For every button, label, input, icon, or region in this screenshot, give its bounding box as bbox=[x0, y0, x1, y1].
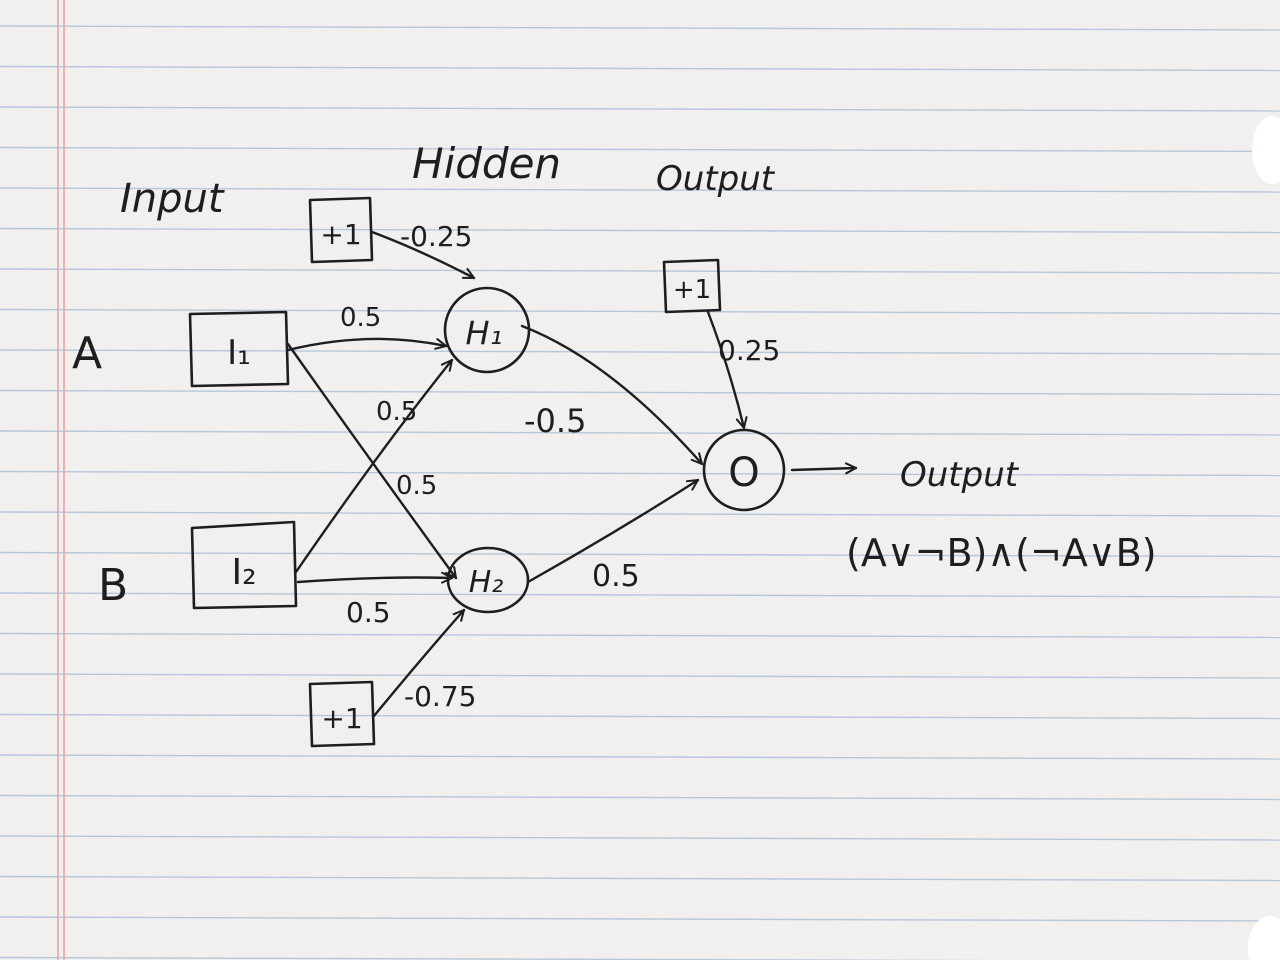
binder-hole-top bbox=[1252, 116, 1280, 184]
weight-h1-o: -0.5 bbox=[524, 402, 586, 440]
node-bias-h1: +1 bbox=[308, 196, 374, 264]
ruled-line bbox=[0, 713, 1280, 720]
ruled-line bbox=[0, 916, 1280, 922]
edge-bias-o bbox=[706, 310, 744, 428]
ruled-line bbox=[0, 308, 1280, 315]
ruled-line bbox=[0, 551, 1280, 558]
weight-i1-h2: 0.5 bbox=[396, 471, 437, 501]
ruled-line bbox=[0, 146, 1280, 153]
ruled-line bbox=[0, 835, 1280, 841]
ruled-line bbox=[0, 268, 1280, 274]
row-label-b: B bbox=[98, 560, 128, 611]
edge-bias-h1 bbox=[370, 230, 474, 280]
ruled-line bbox=[0, 673, 1280, 679]
ruled-line bbox=[0, 65, 1280, 72]
weight-h2-o: 0.5 bbox=[592, 559, 640, 594]
ruled-line bbox=[0, 389, 1280, 396]
node-i1-label: I₁ bbox=[227, 333, 251, 373]
header-hidden: Hidden bbox=[412, 139, 561, 188]
row-label-a: A bbox=[72, 328, 102, 379]
ruled-lines bbox=[0, 25, 1280, 960]
ruled-line bbox=[0, 511, 1280, 517]
ruled-line bbox=[0, 349, 1280, 355]
weight-bias-o: 0.25 bbox=[718, 334, 780, 367]
edge-i1-h1 bbox=[286, 337, 446, 352]
node-h2-label: H₂ bbox=[469, 565, 504, 600]
node-output-label: O bbox=[728, 450, 759, 496]
ruled-line bbox=[0, 470, 1280, 477]
edge-bias-h2 bbox=[372, 610, 464, 718]
node-bias-h2: +1 bbox=[308, 680, 376, 748]
node-i1: I₁ bbox=[188, 310, 290, 388]
ruled-line bbox=[0, 794, 1280, 801]
node-bias-h1-label: +1 bbox=[320, 218, 361, 251]
node-i2: I₂ bbox=[190, 520, 298, 610]
ruled-line bbox=[0, 754, 1280, 760]
logic-formula: (A∨¬B)∧(¬A∨B) bbox=[846, 531, 1157, 575]
node-h2: H₂ bbox=[446, 546, 530, 614]
weight-bias-h1: -0.25 bbox=[400, 220, 472, 253]
node-bias-o-label: +1 bbox=[673, 275, 711, 305]
edge-i2-h1 bbox=[294, 360, 452, 574]
node-output: O bbox=[702, 428, 786, 512]
edge-o-output bbox=[790, 468, 858, 470]
ruled-line bbox=[0, 875, 1280, 882]
ruled-line bbox=[0, 592, 1280, 598]
header-output: Output bbox=[656, 159, 776, 199]
edge-h2-o bbox=[526, 480, 698, 584]
ruled-line bbox=[0, 25, 1280, 31]
ruled-line bbox=[0, 430, 1280, 436]
ruled-line bbox=[0, 632, 1280, 639]
output-label: Output bbox=[900, 455, 1020, 495]
edge-i1-h2 bbox=[286, 342, 456, 578]
ruled-line bbox=[0, 106, 1280, 112]
weight-i1-h1: 0.5 bbox=[340, 303, 381, 333]
edge-i2-h2 bbox=[296, 578, 454, 583]
weight-i2-h2: 0.5 bbox=[346, 596, 391, 629]
ruled-line bbox=[0, 227, 1280, 234]
node-h1-label: H₁ bbox=[466, 314, 503, 352]
weight-bias-h2: -0.75 bbox=[404, 680, 476, 713]
binder-hole-bottom bbox=[1248, 916, 1280, 960]
node-h1: H₁ bbox=[443, 286, 531, 374]
header-input: Input bbox=[120, 176, 225, 222]
weight-i2-h1: 0.5 bbox=[376, 397, 417, 427]
node-bias-h2-label: +1 bbox=[321, 702, 362, 735]
node-bias-o: +1 bbox=[662, 258, 722, 314]
edge-h1-o bbox=[520, 324, 702, 464]
node-i2-label: I₂ bbox=[231, 552, 256, 593]
ruled-line bbox=[0, 187, 1280, 193]
